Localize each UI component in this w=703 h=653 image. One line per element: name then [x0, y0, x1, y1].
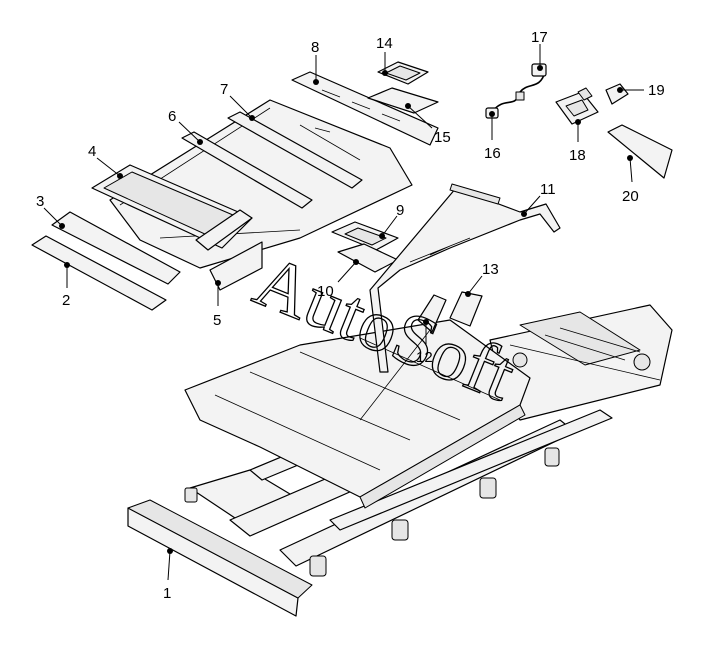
callout-9: 9: [396, 202, 404, 219]
callout-11: 11: [540, 181, 556, 198]
callout-20: 20: [622, 188, 639, 205]
callout-12: 12: [416, 349, 433, 366]
callout-3: 3: [36, 193, 44, 210]
leader-lines: [43, 44, 644, 581]
callout-5: 5: [213, 312, 221, 329]
callout-8: 8: [311, 39, 319, 56]
callout-10: 10: [317, 283, 334, 300]
roof-console-top: [367, 61, 439, 114]
interior-console: [331, 221, 399, 273]
callout-2: 2: [62, 292, 70, 309]
callout-17: 17: [531, 29, 548, 46]
callout-14: 14: [376, 35, 393, 52]
callout-7: 7: [220, 81, 228, 98]
retaining-clip: [605, 83, 629, 105]
callout-16: 16: [484, 145, 501, 162]
callout-6: 6: [168, 108, 176, 125]
roof-bows: [51, 111, 363, 285]
wiring-harness: [369, 183, 561, 373]
callout-18: 18: [569, 147, 586, 164]
sensor-cable-assembly: [485, 63, 547, 119]
callout-13: 13: [482, 261, 499, 278]
callout-4: 4: [88, 143, 96, 160]
rear-roof-rail: [291, 71, 439, 146]
callout-1: 1: [163, 585, 171, 602]
callout-19: 19: [648, 82, 665, 99]
sunroof-frame: [91, 164, 253, 251]
front-header-rail: [31, 235, 167, 311]
callout-15: 15: [434, 129, 451, 146]
sun-visor: [607, 124, 673, 179]
dome-lamp: [555, 87, 599, 125]
floor-pan: [184, 319, 531, 509]
callout-labels: 1 2 3 4 5 6 7 8 9 10 11 12 13 14 15 16 1…: [36, 29, 665, 602]
